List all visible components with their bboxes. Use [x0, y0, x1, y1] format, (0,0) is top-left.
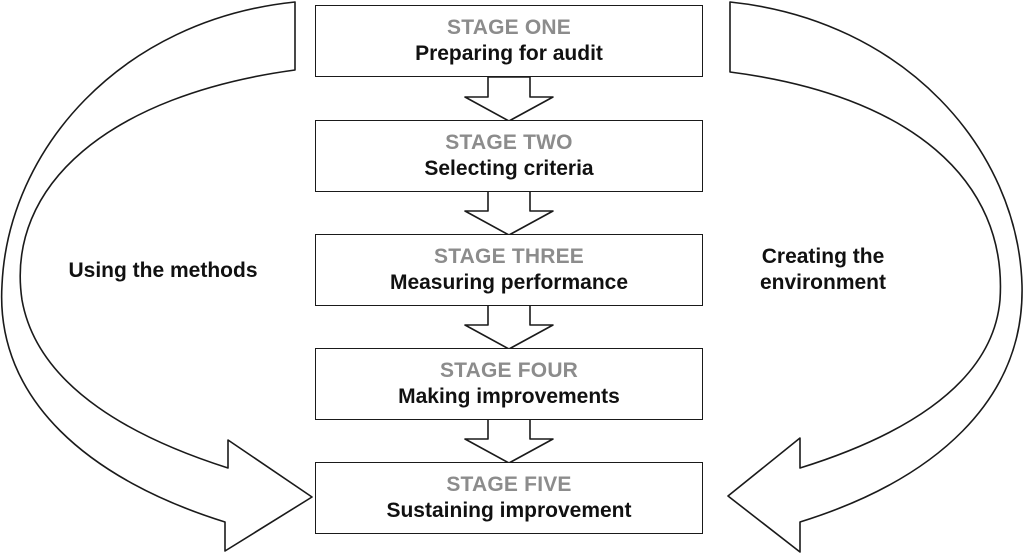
stage-one-box: STAGE ONE Preparing for audit	[315, 5, 703, 77]
stage-two-box: STAGE TWO Selecting criteria	[315, 120, 703, 192]
down-arrow-3	[464, 304, 554, 350]
left-loop-arrow	[0, 1, 313, 552]
right-loop-label: Creating the environment	[738, 244, 908, 297]
stage-five-box: STAGE FIVE Sustaining improvement	[315, 462, 703, 534]
down-arrow-1	[464, 76, 554, 122]
stage-label: STAGE TWO	[445, 130, 573, 154]
down-arrow-2	[464, 190, 554, 236]
right-loop-label-line1: Creating the	[761, 245, 885, 268]
stage-four-box: STAGE FOUR Making improvements	[315, 348, 703, 420]
down-arrow-4	[464, 418, 554, 464]
right-loop-label-line2: environment	[759, 271, 887, 295]
left-loop-label: Using the methods	[68, 259, 258, 282]
stage-label: STAGE FOUR	[439, 358, 579, 382]
stage-title: Preparing for audit	[415, 42, 603, 65]
stage-title: Selecting criteria	[424, 157, 594, 180]
stage-label: STAGE ONE	[447, 15, 571, 39]
stage-label: STAGE FIVE	[446, 472, 572, 496]
stage-title: Making improvements	[398, 385, 620, 408]
right-loop-arrow	[727, 1, 1023, 553]
stage-title: Sustaining improvement	[386, 499, 632, 522]
stage-label: STAGE THREE	[434, 244, 584, 268]
stage-three-box: STAGE THREE Measuring performance	[315, 234, 703, 306]
stage-title: Measuring performance	[389, 271, 629, 294]
